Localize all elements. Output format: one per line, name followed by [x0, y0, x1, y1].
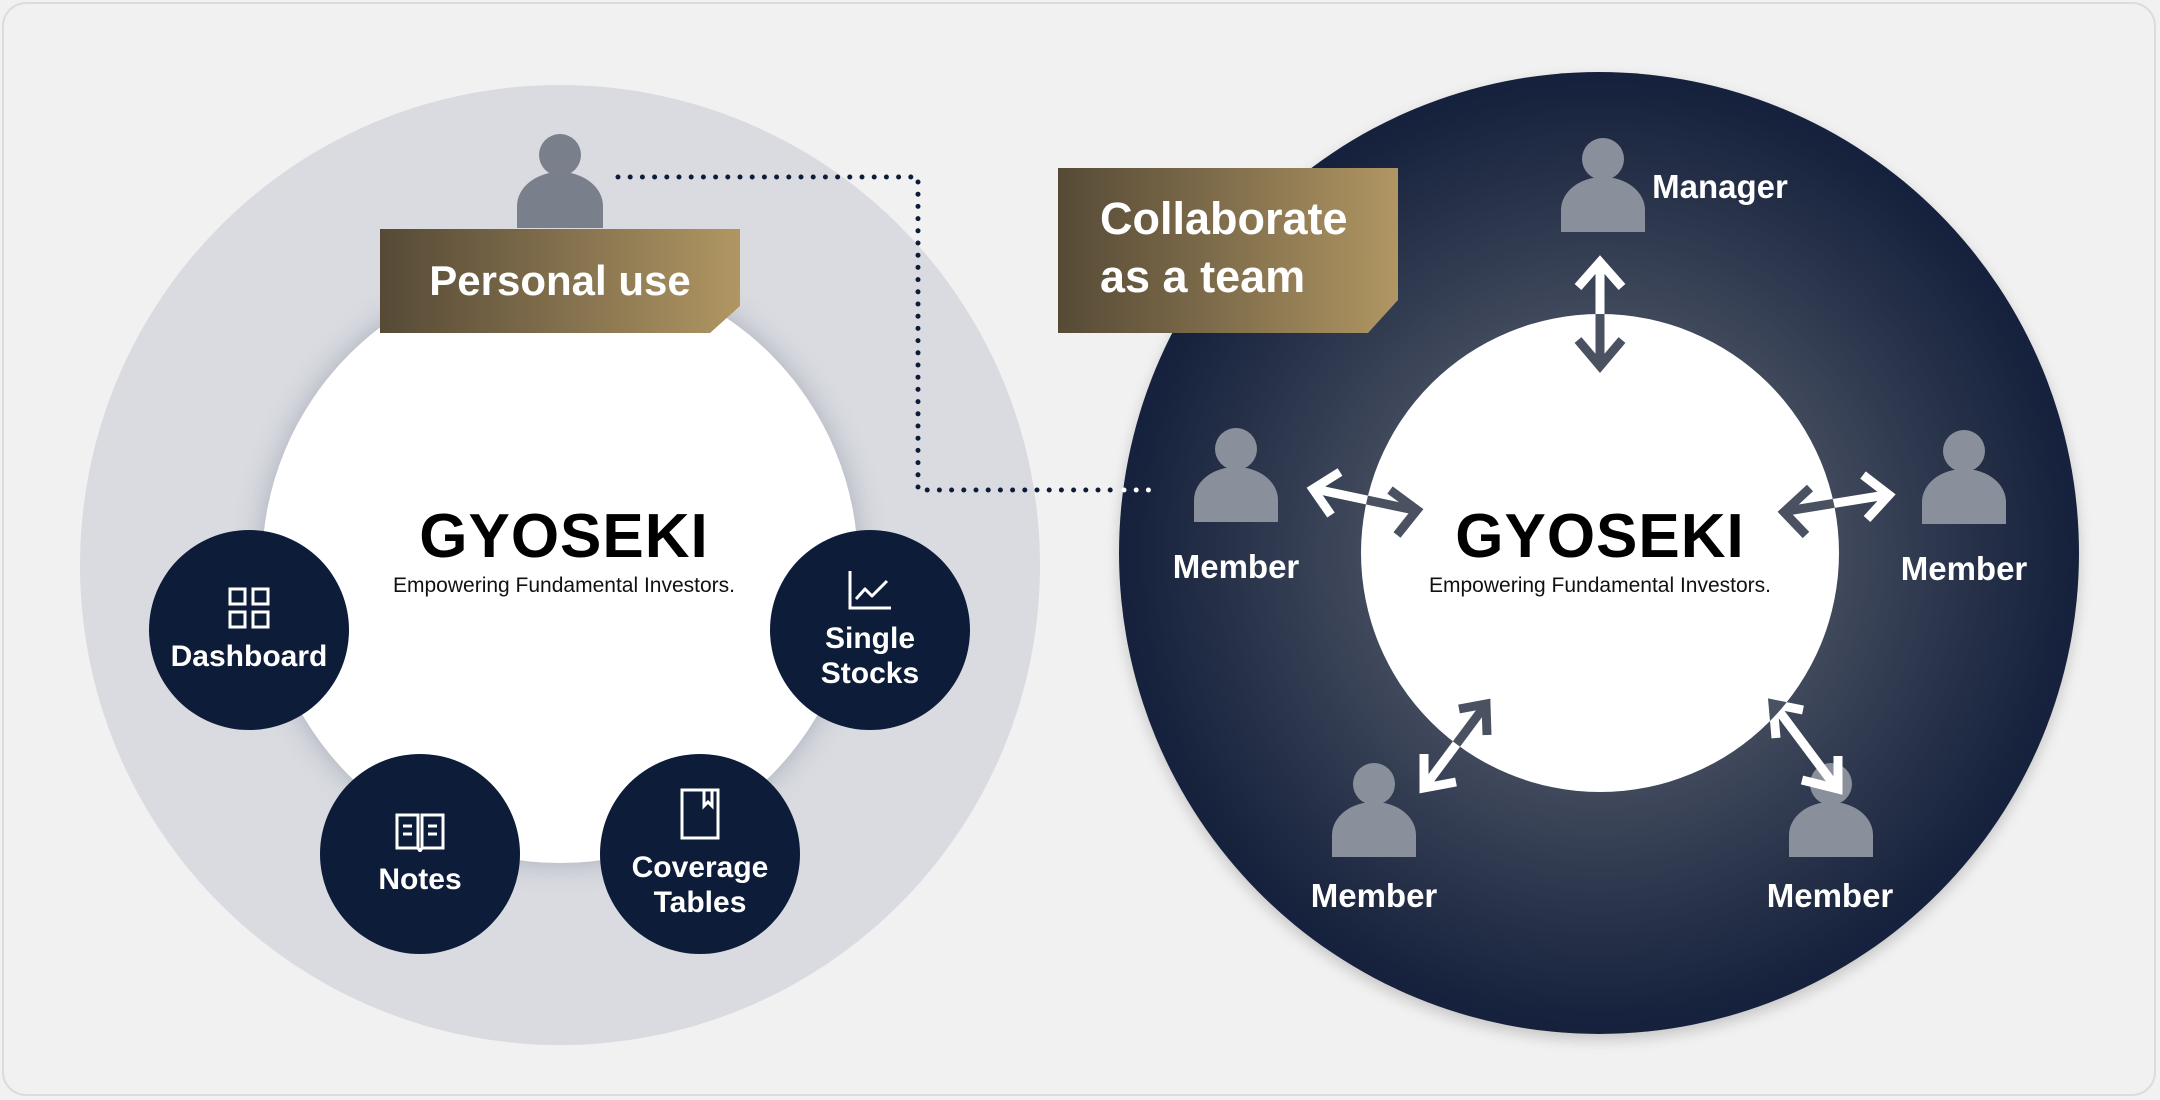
open-book-icon: [395, 813, 445, 852]
collaborate-banner-line1: Collaborate: [1100, 193, 1348, 244]
member-right-user-icon: [1922, 430, 2006, 524]
personal-core-circle: [262, 267, 858, 863]
team-brand: GYOSEKI Empowering Fundamental Investors…: [1400, 505, 1800, 599]
brand-name: GYOSEKI: [1455, 502, 1745, 571]
manager-label: Manager: [1652, 168, 1788, 205]
personal-brand: GYOSEKI Empowering Fundamental Investors…: [364, 505, 764, 599]
member-left-label: Member: [1172, 548, 1300, 585]
feature-dashboard[interactable]: Dashboard: [149, 530, 349, 730]
collaborate-banner: Collaborate as a team: [1058, 168, 1398, 333]
member-bottom-left-user-icon: [1332, 763, 1416, 857]
member-right-label: Member: [1900, 550, 2028, 587]
member-bottom-right-label: Member: [1766, 877, 1894, 914]
personal-use-banner: Personal use: [380, 229, 740, 333]
team-core-circle: [1361, 314, 1839, 792]
member-bottom-left-label: Member: [1310, 877, 1438, 914]
manager-user-icon: [1561, 138, 1645, 232]
member-left-user-icon: [1194, 428, 1278, 522]
bookmark-book-icon: [680, 788, 720, 840]
feature-label: Notes: [378, 862, 462, 896]
brand-name: GYOSEKI: [419, 502, 709, 571]
feature-notes[interactable]: Notes: [320, 754, 520, 954]
collaborate-banner-line2: as a team: [1100, 251, 1306, 302]
brand-tagline: Empowering Fundamental Investors.: [1429, 574, 1771, 597]
line-chart-icon: [848, 571, 891, 610]
dashboard-grid-icon: [228, 587, 270, 628]
personal-use-banner-text: Personal use: [429, 257, 691, 304]
brand-tagline: Empowering Fundamental Investors.: [393, 574, 735, 597]
personal-user-icon: [517, 134, 603, 228]
feature-label: Dashboard: [170, 639, 328, 673]
